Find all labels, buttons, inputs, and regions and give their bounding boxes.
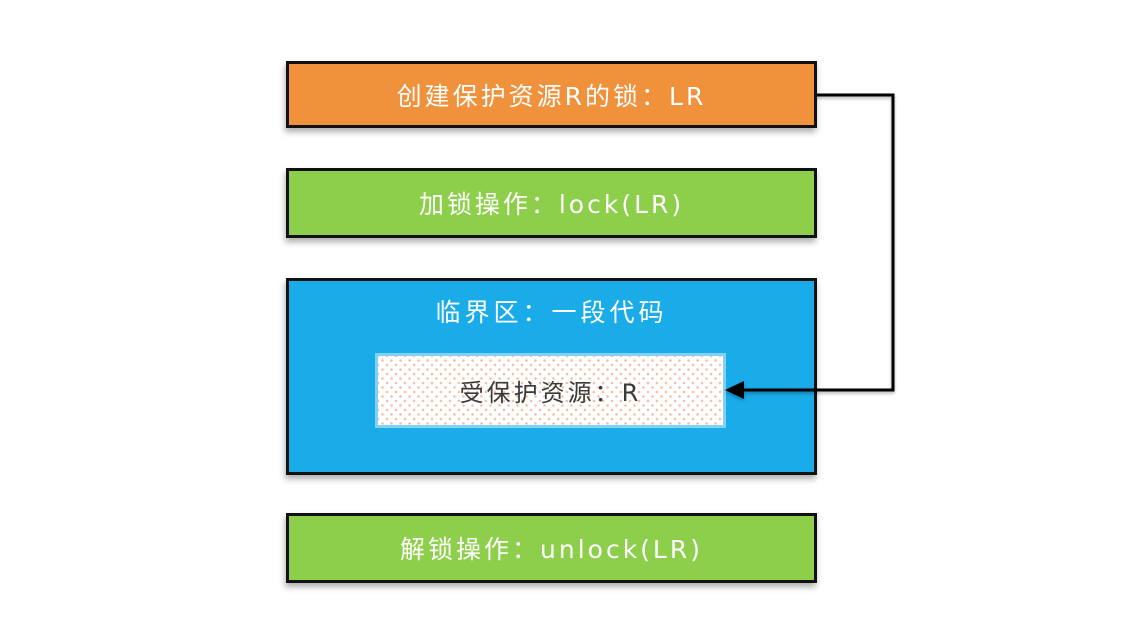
unlock-operation-box: 解锁操作：unlock(LR) — [286, 513, 817, 583]
lock-operation-box: 加锁操作：lock(LR) — [286, 168, 817, 238]
critical-section-box: 临界区：一段代码 受保护资源：R — [286, 278, 817, 475]
lock-operation-label: 加锁操作：lock(LR) — [418, 190, 685, 219]
protected-resource-box: 受保护资源：R — [378, 356, 723, 425]
create-lock-label: 创建保护资源R的锁：LR — [396, 81, 707, 111]
critical-section-label: 临界区：一段代码 — [435, 298, 668, 327]
create-lock-box: 创建保护资源R的锁：LR — [286, 61, 817, 128]
protected-resource-label: 受保护资源：R — [459, 379, 642, 407]
unlock-operation-label: 解锁操作：unlock(LR) — [400, 535, 703, 564]
